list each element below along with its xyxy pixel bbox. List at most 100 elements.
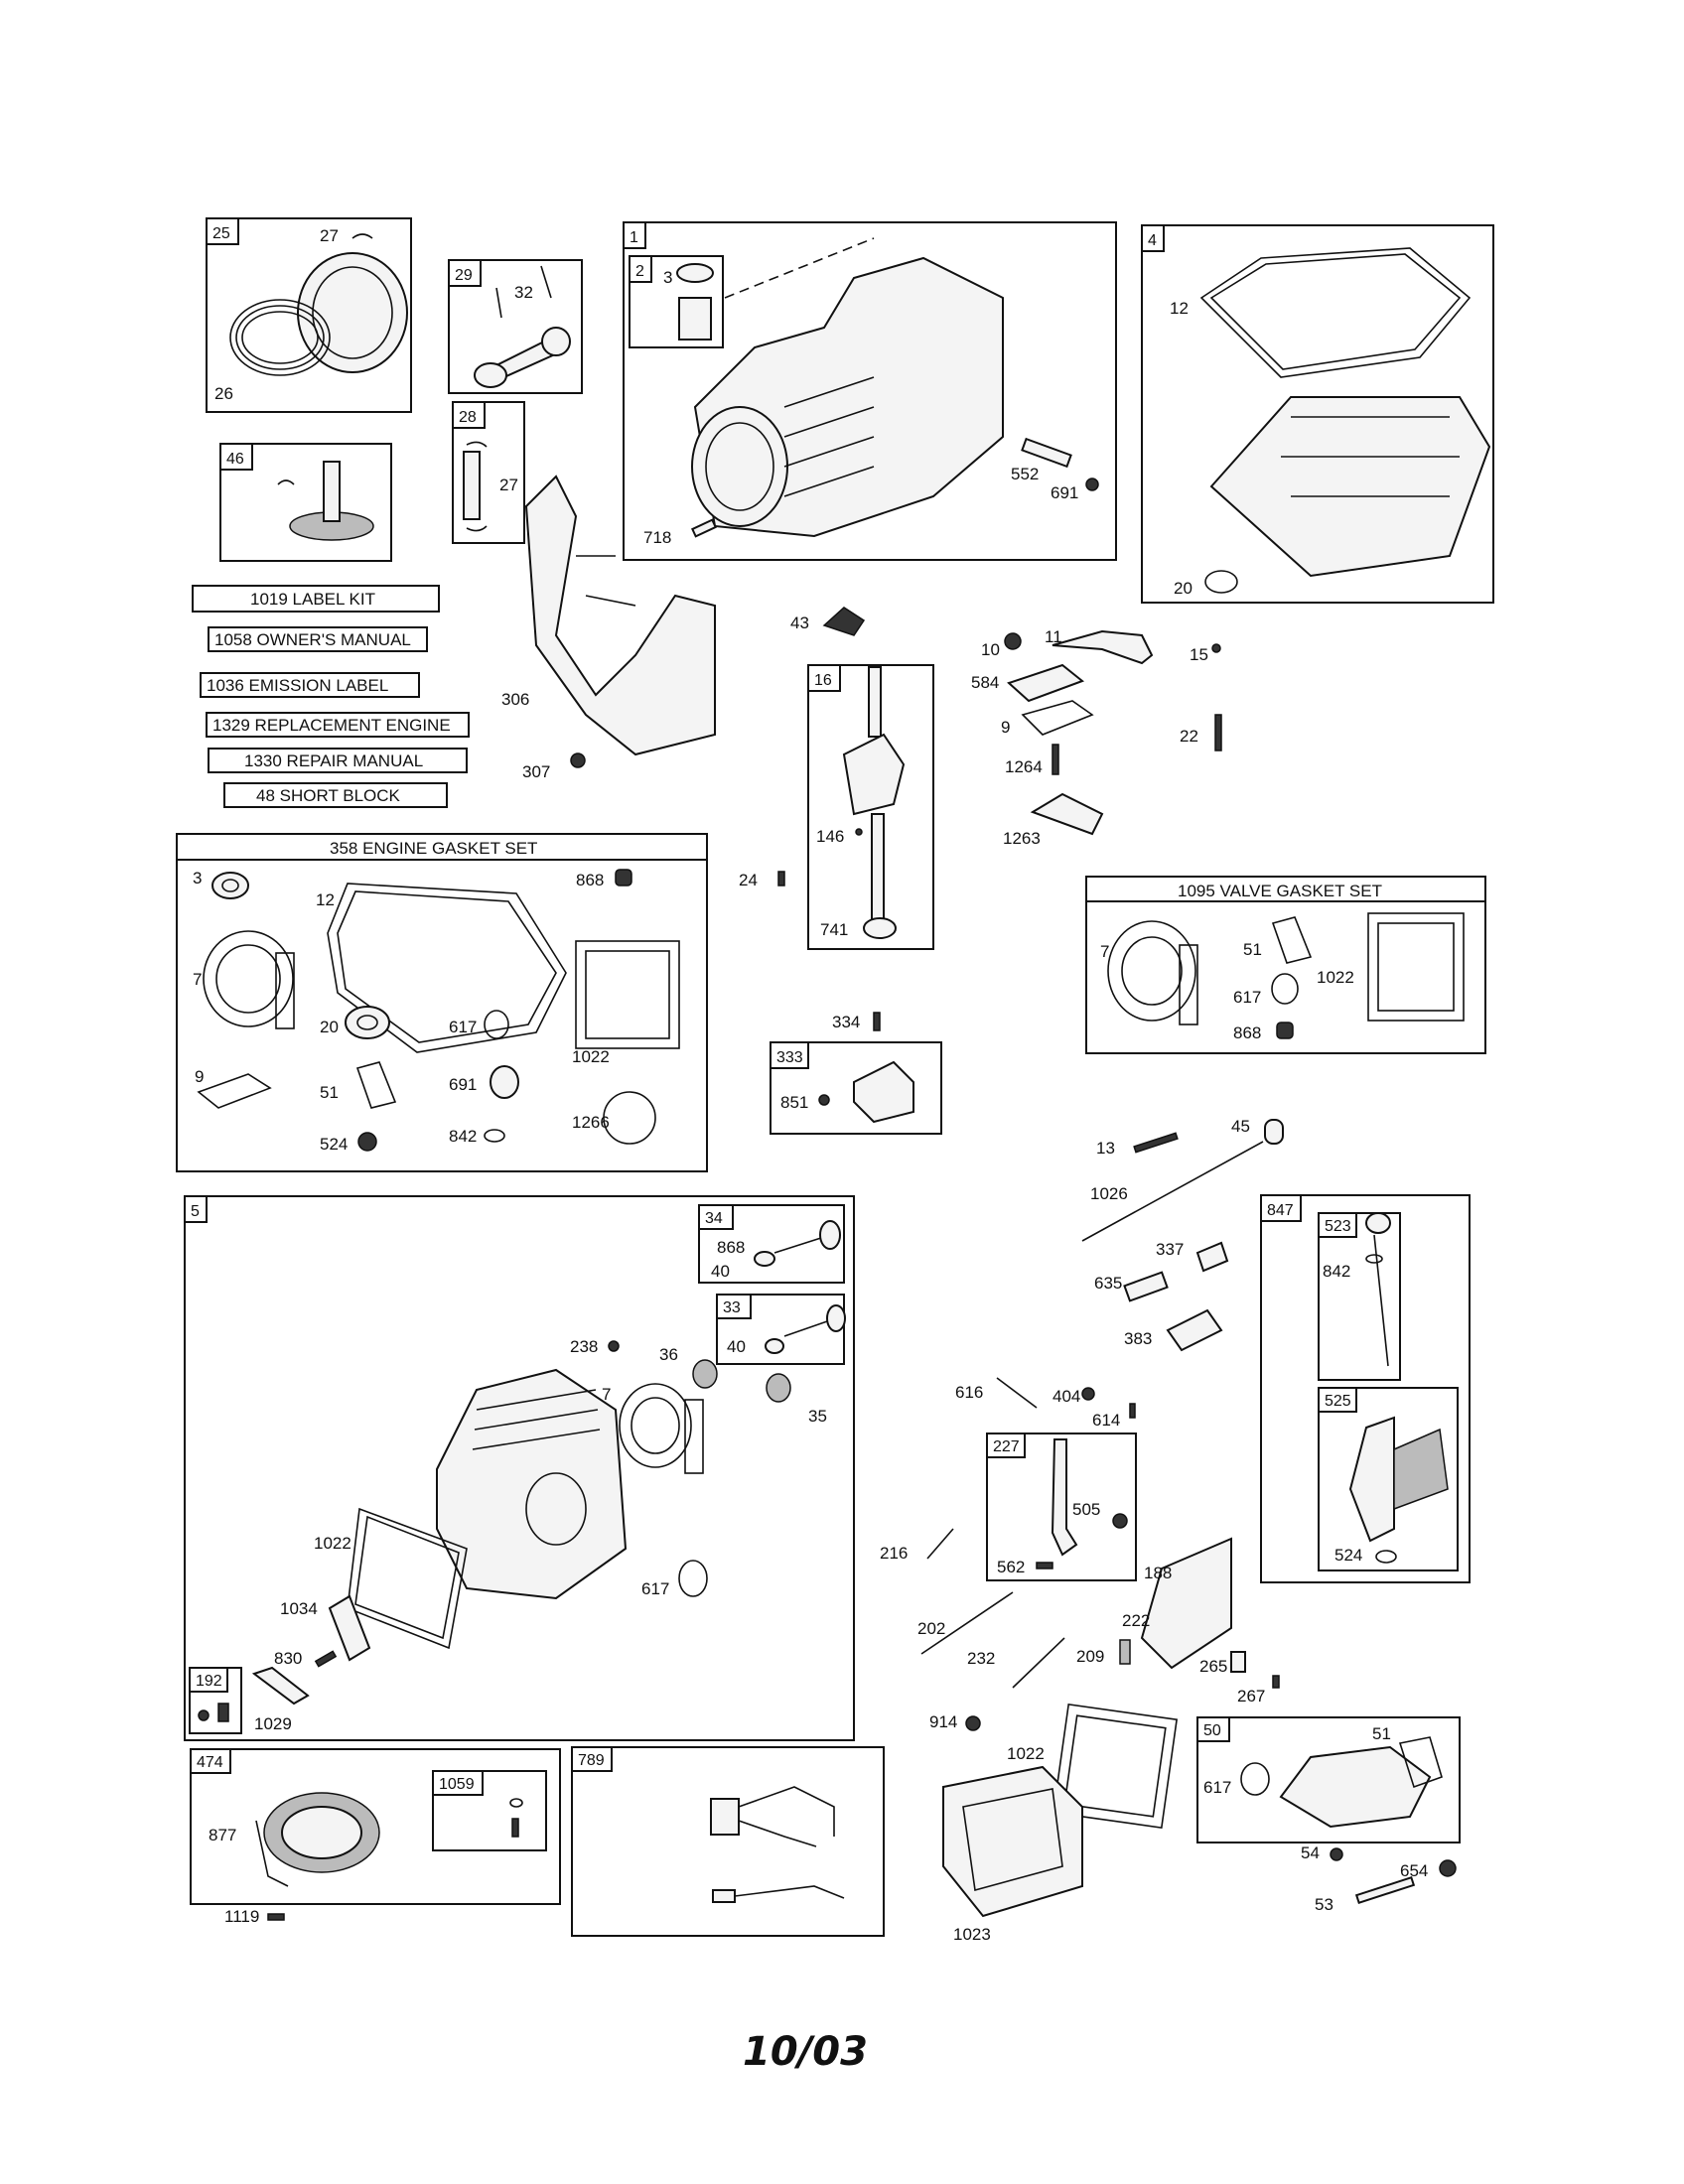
label-584: 584 — [971, 673, 999, 692]
repair-manual: 1330 REPAIR MANUAL — [244, 751, 423, 770]
box-label-28: 28 — [459, 409, 477, 426]
box-label-16: 16 — [814, 672, 832, 689]
governor-lever — [1051, 1438, 1078, 1557]
label-27: 27 — [320, 226, 339, 245]
harness-connector — [710, 1798, 740, 1836]
label-1119: 1119 — [224, 1907, 259, 1926]
box-label-46: 46 — [226, 451, 244, 468]
box-label-1059: 1059 — [439, 1776, 475, 1793]
group-333-armature: 334 333 851 — [770, 1012, 942, 1135]
group-28-piston-pin: 28 27 — [452, 401, 525, 544]
egs-label-1022: 1022 — [572, 1047, 610, 1066]
label-13: 13 — [1096, 1139, 1115, 1158]
egs-label-7: 7 — [193, 970, 202, 989]
label-914: 914 — [929, 1712, 957, 1731]
label-146: 146 — [816, 827, 844, 846]
label-51c: 51 — [1372, 1724, 1391, 1743]
box-label-33: 33 — [723, 1299, 741, 1316]
label-40b: 40 — [727, 1337, 746, 1356]
box-label-34: 34 — [705, 1210, 723, 1227]
sump-gasket — [1199, 247, 1472, 378]
egs-label-842: 842 — [449, 1127, 477, 1146]
vgs-label-868: 868 — [1233, 1024, 1261, 1042]
box-label-333: 333 — [776, 1049, 803, 1066]
label-1264: 1264 — [1005, 757, 1043, 776]
box-label-2: 2 — [635, 263, 644, 280]
group-50-intake: 50 51 617 54 654 53 — [1196, 1716, 1461, 1914]
piston-ring-set — [229, 299, 331, 376]
breather-cover — [1007, 663, 1085, 703]
part-43 — [822, 607, 866, 636]
egs-label-524: 524 — [320, 1135, 348, 1154]
label-830: 830 — [274, 1649, 302, 1668]
box-label-789: 789 — [578, 1752, 605, 1769]
vgs-label-51: 51 — [1243, 940, 1262, 959]
egs-label-12: 12 — [316, 890, 335, 909]
label-616: 616 — [955, 1383, 983, 1402]
label-22: 22 — [1180, 727, 1198, 746]
egs-label-51: 51 — [320, 1083, 339, 1102]
label-kit: 1019 LABEL KIT — [250, 590, 375, 609]
label-1023: 1023 — [953, 1925, 991, 1944]
group-789-harness: 789 — [571, 1746, 885, 1937]
group-474-alternator: 474 877 1059 1119 — [190, 1748, 561, 1926]
egs-valve-cover-gasket — [575, 940, 680, 1049]
label-1034: 1034 — [280, 1599, 318, 1618]
box-label-847: 847 — [1267, 1202, 1294, 1219]
label-307: 307 — [522, 762, 550, 781]
box-label-50: 50 — [1203, 1722, 1221, 1739]
label-27b: 27 — [499, 476, 518, 494]
crankshaft — [842, 733, 906, 816]
group-29-connecting-rod: 29 32 — [448, 259, 583, 394]
label-842b: 842 — [1323, 1262, 1350, 1281]
label-851: 851 — [780, 1093, 808, 1112]
valve-cover: 1022 1023 — [942, 1703, 1179, 1944]
dipstick-tube — [1348, 1416, 1395, 1543]
piston — [297, 252, 408, 373]
box-label-29: 29 — [455, 267, 473, 284]
group-847-dipstick: 847 523 842 525 524 — [1260, 1194, 1471, 1583]
vgs-label-1022: 1022 — [1317, 968, 1354, 987]
label-524b: 524 — [1334, 1546, 1362, 1565]
footer-date: 10/03 — [743, 2029, 868, 2075]
box-label-5: 5 — [191, 1203, 200, 1220]
retainer-clip — [351, 233, 373, 239]
label-20: 20 — [1174, 579, 1193, 598]
label-188: 188 — [1144, 1564, 1172, 1582]
egs-label-691: 691 — [449, 1075, 477, 1094]
label-36: 36 — [659, 1345, 678, 1364]
owners-manual: 1058 OWNER'S MANUAL — [214, 630, 411, 649]
label-202: 202 — [917, 1619, 945, 1638]
label-337: 337 — [1156, 1240, 1184, 1259]
label-53: 53 — [1315, 1895, 1333, 1914]
label-11: 11 — [1045, 627, 1062, 646]
group-46-camshaft: 46 — [219, 443, 392, 562]
label-216: 216 — [880, 1544, 908, 1563]
label-691: 691 — [1051, 483, 1078, 502]
group-25-piston: 25 27 26 — [206, 217, 412, 413]
label-40a: 40 — [711, 1262, 730, 1281]
label-505: 505 — [1072, 1500, 1100, 1519]
label-24: 24 — [739, 871, 758, 889]
box-label-4: 4 — [1148, 232, 1157, 249]
label-45: 45 — [1231, 1117, 1250, 1136]
label-222: 222 — [1122, 1611, 1150, 1630]
label-404: 404 — [1052, 1387, 1080, 1406]
group-4-sump: 4 12 20 — [1141, 224, 1494, 604]
label-209: 209 — [1076, 1647, 1104, 1666]
sump-cover — [1209, 396, 1491, 578]
armature — [853, 1060, 914, 1124]
kit-labels: 1019 LABEL KIT 1058 OWNER'S MANUAL 1036 … — [192, 585, 470, 808]
label-1026: 1026 — [1090, 1184, 1128, 1203]
egs-head-gasket — [203, 930, 294, 1027]
engine-gasket-set-title: 358 ENGINE GASKET SET — [330, 839, 537, 858]
label-614: 614 — [1092, 1411, 1120, 1430]
egs-label-20: 20 — [320, 1018, 339, 1036]
egs-label-1266: 1266 — [572, 1113, 610, 1132]
box-label-474: 474 — [197, 1754, 223, 1771]
engine-gasket-set: 358 ENGINE GASKET SET 3 12 868 7 20 617 … — [176, 833, 708, 1172]
label-35: 35 — [808, 1407, 827, 1426]
breather-tube — [1052, 629, 1154, 665]
valve-gasket-set-title: 1095 VALVE GASKET SET — [1178, 882, 1382, 900]
